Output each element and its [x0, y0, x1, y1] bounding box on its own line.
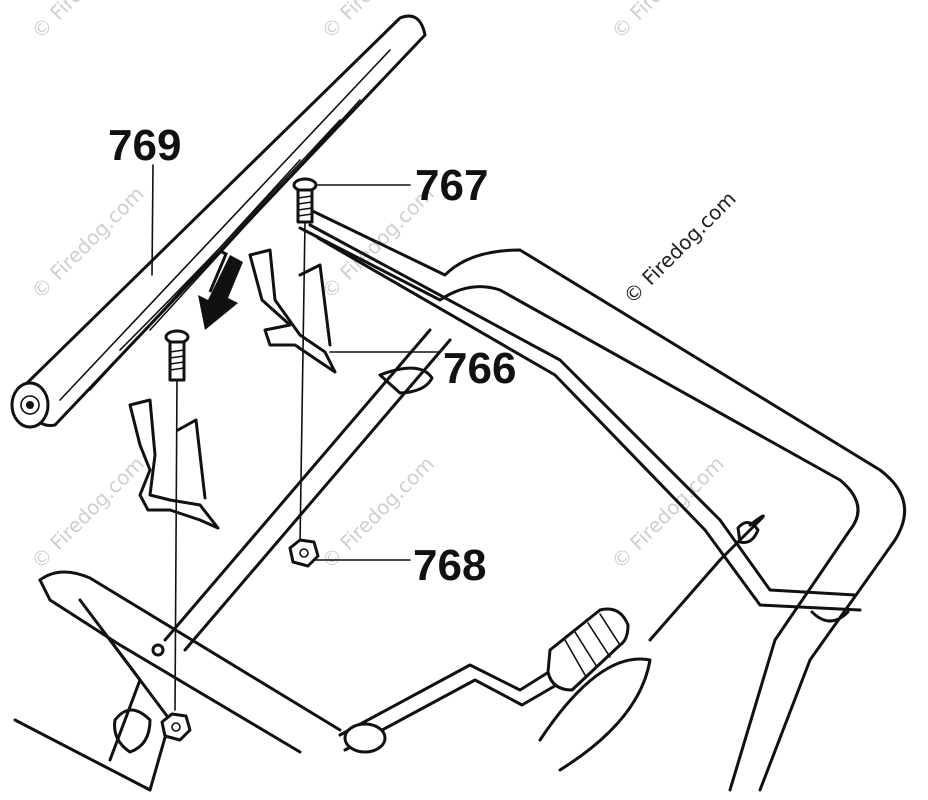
watermark: © Firedog.com — [27, 0, 149, 44]
bolt-lower — [164, 329, 190, 711]
leader-lines — [151, 164, 439, 561]
bolt-upper — [292, 177, 318, 546]
clip-upper — [248, 248, 337, 374]
callout-766: 766 — [443, 344, 516, 393]
frame-hole — [151, 643, 165, 657]
wooden-bar — [10, 14, 427, 429]
callout-767: 767 — [415, 161, 488, 210]
nut-upper — [288, 538, 320, 568]
watermark-dark: © Firedog.com — [619, 186, 741, 308]
grip — [538, 607, 652, 772]
watermark: © Firedog.com — [27, 451, 149, 573]
nut-lower — [160, 712, 192, 742]
callout-769: 769 — [108, 121, 181, 170]
handle-frame — [13, 203, 907, 792]
callout-labels: 769 767 766 768 — [108, 121, 516, 590]
clip-lower — [128, 398, 220, 530]
callout-768: 768 — [413, 541, 486, 590]
leader-769 — [151, 164, 154, 276]
watermark: © Firedog.com — [607, 0, 729, 44]
